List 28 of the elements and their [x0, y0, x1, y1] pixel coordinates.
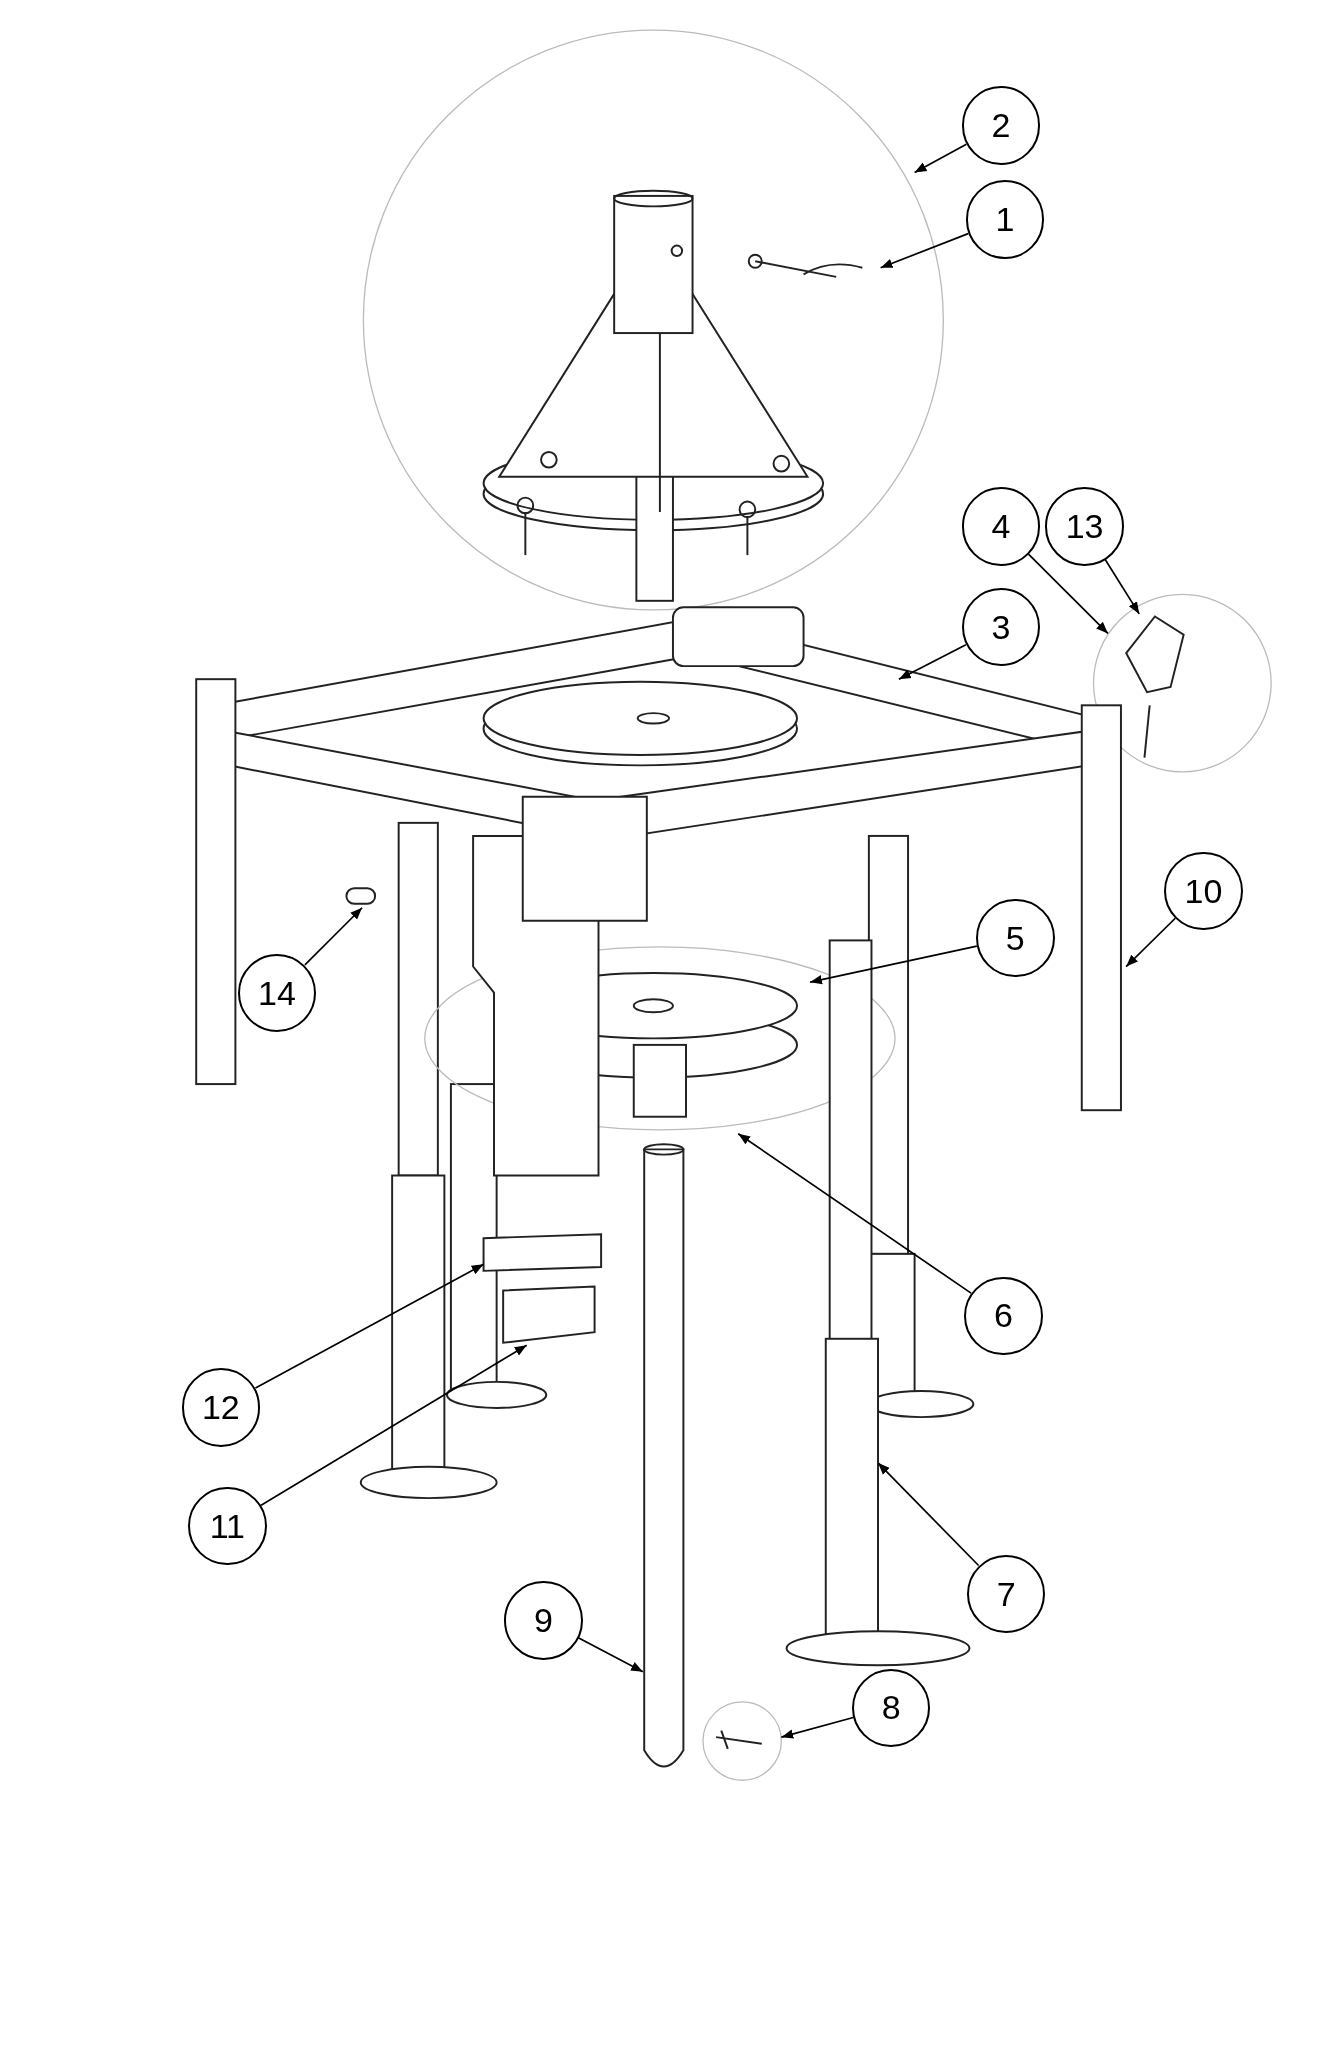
leader-line: [780, 1716, 855, 1739]
leader-line: [254, 1263, 485, 1389]
leader-line: [1027, 553, 1109, 635]
callout-number: 14: [237, 953, 317, 1033]
callout-number: 2: [961, 86, 1041, 165]
leader-line: [577, 1637, 644, 1673]
callout-number: 8: [851, 1668, 931, 1748]
callout-number: 13: [1045, 487, 1124, 566]
leader-line: [1104, 558, 1141, 615]
leader-line: [913, 143, 968, 174]
callout-number: 5: [976, 899, 1055, 978]
leader-line: [260, 1344, 528, 1507]
callout-number: 6: [964, 1276, 1043, 1356]
callout-number: 10: [1164, 851, 1243, 931]
leader-line: [877, 1462, 980, 1567]
leader-line: [304, 906, 363, 966]
callout-number: 3: [961, 588, 1041, 667]
leader-line: [737, 1132, 972, 1294]
callout-number: 7: [966, 1554, 1046, 1634]
leader-line: [879, 232, 970, 269]
callout-number: 4: [961, 487, 1041, 566]
leader-line: [898, 643, 967, 681]
leader-line: [1125, 917, 1177, 968]
callout-number: 9: [504, 1581, 583, 1660]
callout-number: 12: [181, 1368, 260, 1447]
callout-number: 11: [188, 1487, 267, 1566]
callout-number: 1: [965, 180, 1045, 259]
leader-line: [809, 945, 978, 985]
